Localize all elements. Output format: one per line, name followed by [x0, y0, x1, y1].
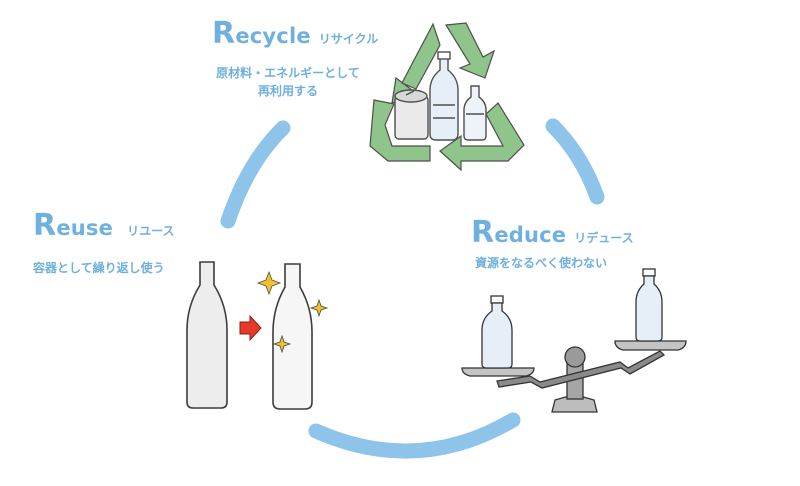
sparkle-icon: [309, 298, 329, 318]
recycle-desc-line2: 再利用する: [257, 84, 318, 98]
pet-bottle-large-icon: [481, 295, 513, 369]
recycle-desc-line1: 原材料・エネルギーとして: [216, 66, 360, 80]
arc-right: [545, 118, 605, 205]
recycle-title: Recycle: [212, 16, 311, 51]
sparkle-icon: [256, 270, 282, 296]
reduce-desc-text: 資源をなるべく使わない: [475, 256, 608, 270]
arc-bottom: [308, 412, 521, 459]
reduce-description: 資源をなるべく使わない: [475, 254, 607, 272]
reuse-desc-text: 容器として繰り返し使う: [33, 261, 165, 275]
pet-bottle-icon: [429, 51, 459, 141]
reuse-illustration: [186, 261, 313, 410]
scale-pan-left: [461, 367, 535, 377]
reduce-title-ja: リデュース: [574, 231, 634, 245]
clean-bottle-icon: [272, 263, 313, 410]
balance-scale-icon: [461, 268, 687, 413]
reuse-title-cap: R: [33, 208, 57, 243]
reuse-heading: Reuse リユース: [33, 208, 174, 243]
reuse-title-ja: リユース: [127, 224, 175, 238]
recycle-arrow-right: [444, 22, 496, 79]
recycle-title-rest: ecycle: [235, 24, 311, 48]
recycle-title-ja: リサイクル: [318, 32, 379, 46]
reduce-title-rest: educe: [494, 223, 567, 247]
can-icon: [394, 89, 429, 140]
reduce-title-cap: R: [471, 215, 495, 250]
sparkle-icon: [272, 334, 292, 354]
used-bottle-icon: [186, 261, 228, 409]
arc-left: [220, 120, 291, 229]
recycle-heading: Recycle リサイクル: [212, 16, 378, 51]
reduce-heading: Reduce リデュース: [471, 215, 634, 250]
recycle-arrow-lower-left: [369, 99, 431, 162]
recycle-arrow-bottom: [439, 102, 525, 172]
pet-bottle-light-icon: [635, 268, 663, 342]
scale-pivot: [564, 346, 586, 368]
arrow-right-icon: [239, 314, 262, 342]
recycle-symbol-icon: [369, 22, 525, 172]
cycle-arcs: [220, 118, 605, 459]
reuse-title-rest: euse: [56, 216, 114, 240]
recycle-items: [394, 51, 487, 141]
scale-pan-right: [614, 340, 687, 351]
scale-beam: [496, 350, 666, 389]
sparkle-icons: [256, 270, 329, 354]
glass-bottle-icon: [463, 85, 487, 141]
reuse-description: 容器として繰り返し使う: [33, 259, 165, 277]
reuse-title: Reuse: [33, 208, 114, 243]
reduce-title: Reduce: [471, 215, 567, 250]
recycle-title-cap: R: [212, 16, 236, 51]
recycle-description: 原材料・エネルギーとして 再利用する: [203, 64, 373, 100]
